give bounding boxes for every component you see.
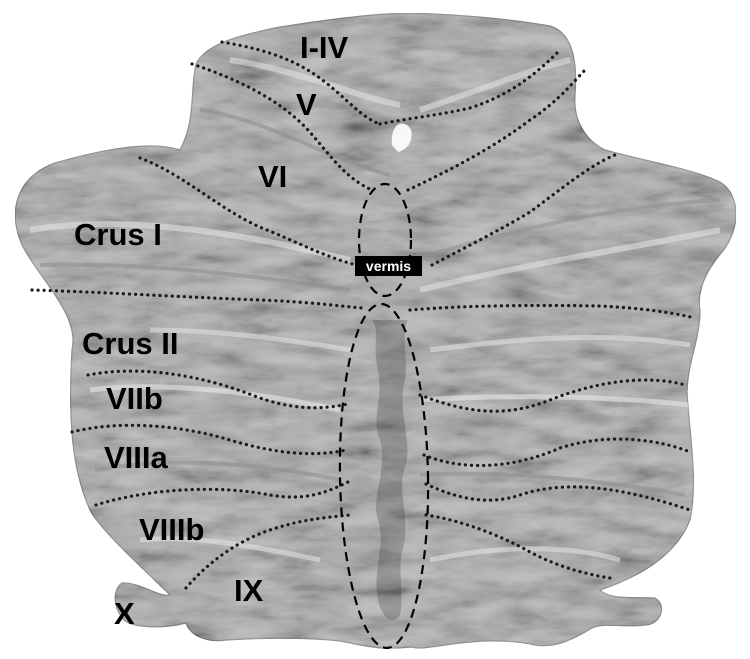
- label-crus-i: Crus I: [74, 217, 162, 252]
- vermis-label: vermis: [366, 258, 411, 274]
- vermis-tag: vermis: [355, 256, 422, 276]
- label-v: V: [296, 87, 317, 122]
- label-viiib: VIIIb: [139, 512, 204, 547]
- label-crus-ii: Crus II: [82, 326, 178, 361]
- label-i-iv: I-IV: [300, 30, 349, 65]
- label-viiia: VIIIa: [104, 440, 169, 475]
- label-vi: VI: [258, 159, 287, 194]
- label-x: X: [114, 596, 135, 631]
- label-ix: IX: [234, 573, 264, 608]
- label-viib: VIIb: [106, 381, 163, 416]
